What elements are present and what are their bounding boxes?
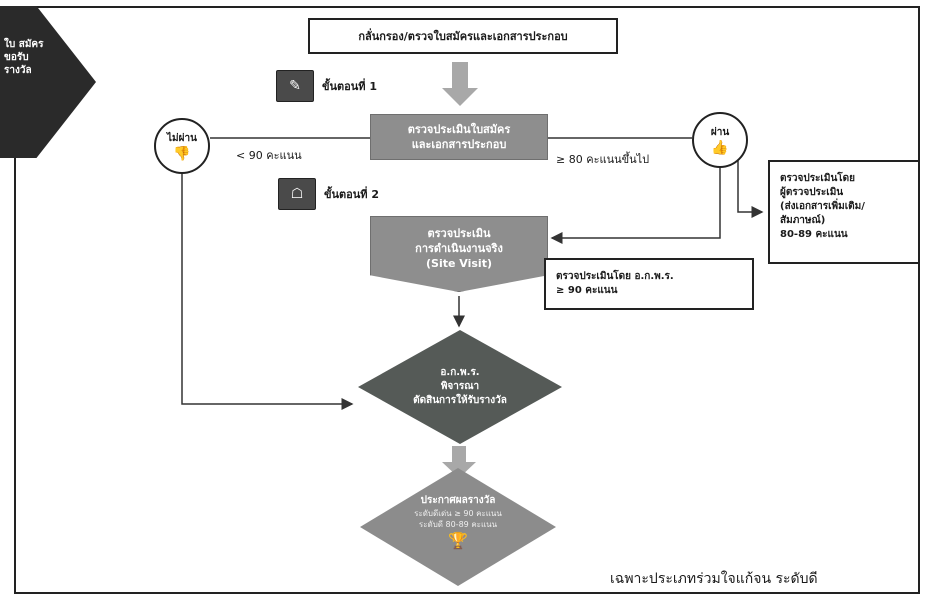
announce-title: ประกาศผลรางวัล [420, 495, 496, 506]
assess-application-text: ตรวจประเมินใบสมัคร และเอกสารประกอบ [407, 123, 511, 151]
document-check-icon: ✎ [276, 70, 314, 102]
pass-node: ผ่าน 👍 [692, 112, 748, 168]
line-fail-to-consider [181, 174, 354, 410]
corner-tab-text: ใบ สมัคร ขอรับ รางวัล [4, 39, 44, 76]
step1-text: ขั้นตอนที่ 1 [322, 80, 378, 93]
pass-label: ผ่าน [710, 126, 730, 138]
fail-node: ไม่ผ่าน 👎 [154, 118, 210, 174]
evaluator-assessment-box: ตรวจประเมินโดย ผู้ตรวจประเมิน (ส่งเอกสาร… [768, 160, 920, 264]
below-90-label: < 90 คะแนน [236, 149, 302, 162]
arrow-consider-to-announce [442, 446, 476, 478]
screen-application-box: กลั่นกรอง/ตรวจใบสมัครและเอกสารประกอบ [308, 18, 618, 54]
trophy-icon: 🏆 [448, 531, 468, 550]
board-assessment-box: ตรวจประเมินโดย อ.ก.พ.ร. ≥ 90 คะแนน [544, 258, 754, 310]
arrow-top-to-assess [442, 62, 478, 106]
consider-text: อ.ก.พ.ร. พิจารณา ตัดสินการให้รับรางวัล [413, 367, 507, 406]
step1-label: ✎ ขั้นตอนที่ 1 [276, 70, 377, 102]
footer-note: เฉพาะประเภทร่วมใจแก้จน ระดับดี [610, 571, 818, 587]
meeting-icon: ☖ [278, 178, 316, 210]
announce-good-level: ระดับดี 80-89 คะแนน [418, 520, 498, 529]
evaluator-assessment-text: ตรวจประเมินโดย ผู้ตรวจประเมิน (ส่งเอกสาร… [780, 173, 865, 240]
board-assessment-text: ตรวจประเมินโดย อ.ก.พ.ร. ≥ 90 คะแนน [556, 271, 674, 296]
thumbs-up-icon: 👍 [711, 139, 729, 156]
fail-label: ไม่ผ่าน [167, 132, 197, 144]
line-pass-to-evaluator [737, 160, 764, 218]
diagram-frame [14, 6, 920, 594]
step2-text: ขั้นตอนที่ 2 [324, 188, 380, 201]
announce-excellent-level: ระดับดีเด่น ≥ 90 คะแนน [414, 509, 502, 518]
at-least-80-label: ≥ 80 คะแนนขึ้นไป [556, 153, 650, 166]
assess-application-box: ตรวจประเมินใบสมัคร และเอกสารประกอบ [370, 114, 548, 160]
thumbs-down-icon: 👎 [173, 145, 191, 162]
site-visit-box: ตรวจประเมิน การดำเนินงานจริง (Site Visit… [370, 216, 548, 292]
line-pass-to-site [550, 168, 721, 244]
step2-label: ☖ ขั้นตอนที่ 2 [278, 178, 379, 210]
site-visit-text: ตรวจประเมิน การดำเนินงานจริง (Site Visit… [415, 226, 503, 270]
